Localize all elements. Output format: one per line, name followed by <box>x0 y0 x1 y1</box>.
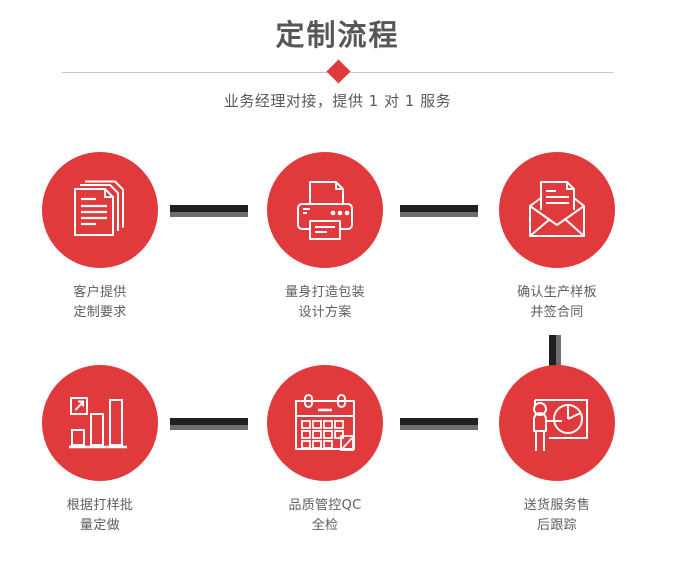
connector-vertical <box>549 335 561 375</box>
connector-bar-dark <box>400 205 478 212</box>
header-section: 定制流程 业务经理对接，提供 1 对 1 服务 <box>0 0 675 130</box>
connector-bar-dark <box>549 335 556 375</box>
printer-icon <box>297 181 353 240</box>
connector-bar-dark <box>170 205 248 212</box>
flow-step-5-label: 品质管控QC 全检 <box>288 498 362 533</box>
flow-step-6-label: 送货服务售 后跟踪 <box>523 498 591 533</box>
flow-step-6[interactable]: 送货服务售 后跟踪 <box>462 365 652 536</box>
calendar-check-icon <box>295 394 355 451</box>
flow-step-4-circle <box>42 365 158 481</box>
flow-step-3-label: 确认生产样板 并签合同 <box>517 285 597 320</box>
presentation-pie-chart-icon <box>533 399 588 451</box>
connector-horizontal-2 <box>400 205 478 217</box>
page-title: 定制流程 <box>275 18 400 52</box>
connector-bar-grey <box>556 335 561 375</box>
flow-step-1-label: 客户提供 定制要求 <box>73 285 127 320</box>
connector-horizontal-1 <box>170 205 248 217</box>
diamond-marker-icon <box>326 59 351 84</box>
connector-horizontal-4 <box>400 418 478 430</box>
connector-bar-dark <box>170 418 248 425</box>
flow-step-4-label: 根据打样批 量定做 <box>66 498 134 533</box>
flow-step-5[interactable]: 品质管控QC 全检 <box>230 365 420 536</box>
flow-step-6-circle <box>499 365 615 481</box>
flow-row-bottom: 根据打样批 量定做 <box>0 365 675 565</box>
flow-step-2[interactable]: 量身打造包装 设计方案 <box>230 152 420 323</box>
flow-step-5-circle <box>267 365 383 481</box>
connector-bar-grey <box>400 425 478 430</box>
connector-bar-grey <box>400 212 478 217</box>
flow-step-1[interactable]: 客户提供 定制要求 <box>5 152 195 323</box>
connector-bar-dark <box>400 418 478 425</box>
header-subtitle: 业务经理对接，提供 1 对 1 服务 <box>223 92 452 110</box>
flow-step-1-circle <box>42 152 158 268</box>
flow-row-top: 客户提供 定制要求 <box>0 152 675 352</box>
flow-step-3-circle <box>499 152 615 268</box>
flow-step-2-circle <box>267 152 383 268</box>
connector-bar-grey <box>170 212 248 217</box>
bar-chart-growth-icon <box>69 397 127 449</box>
envelope-document-icon <box>529 181 585 237</box>
flow-step-4[interactable]: 根据打样批 量定做 <box>5 365 195 536</box>
connector-horizontal-3 <box>170 418 248 430</box>
documents-stack-icon <box>74 180 124 236</box>
flow-step-3[interactable]: 确认生产样板 并签合同 <box>462 152 652 323</box>
flow-step-2-label: 量身打造包装 设计方案 <box>285 285 365 320</box>
connector-bar-grey <box>170 425 248 430</box>
